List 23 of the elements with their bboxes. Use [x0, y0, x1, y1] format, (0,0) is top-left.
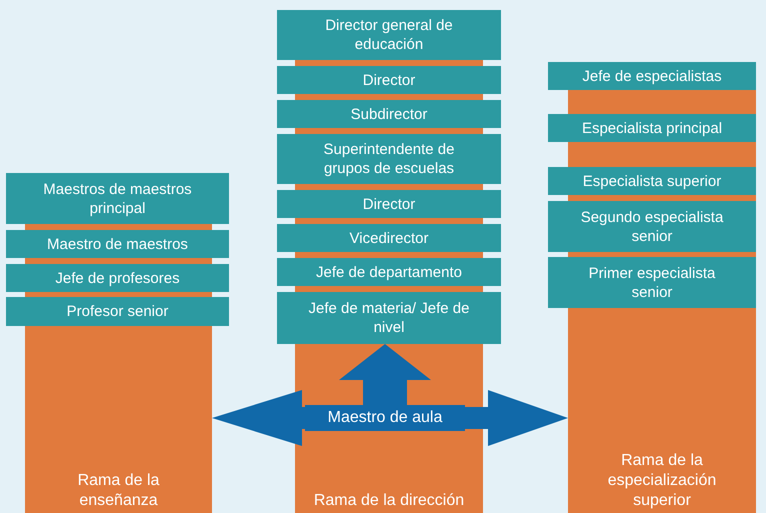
position-box: Vicedirector [277, 224, 501, 252]
position-box: Especialista principal [548, 114, 756, 142]
position-box: Maestros de maestros principal [6, 173, 229, 224]
position-box: Profesor senior [6, 297, 229, 326]
arrow-label: Maestro de aula [305, 405, 465, 431]
block-arrow [212, 390, 305, 446]
position-box: Director general de educación [277, 10, 501, 60]
position-box: Maestro de maestros [6, 230, 229, 258]
block-arrow [339, 344, 431, 405]
position-box: Segundo especialista senior [548, 201, 756, 252]
position-box: Primer especialista senior [548, 257, 756, 308]
branch-column: Rama de la especialización superior [568, 308, 756, 513]
position-box: Director [277, 66, 501, 94]
position-box: Superintendente de grupos de escuelas [277, 134, 501, 184]
position-box: Jefe de materia/ Jefe de nivel [277, 292, 501, 344]
position-box: Subdirector [277, 100, 501, 128]
position-box: Jefe de especialistas [548, 62, 756, 90]
position-box: Especialista superior [548, 167, 756, 195]
block-arrow [465, 390, 568, 446]
position-box: Jefe de departamento [277, 258, 501, 286]
position-box: Director [277, 190, 501, 218]
position-box: Jefe de profesores [6, 264, 229, 292]
branch-column: Rama de la enseñanza [25, 326, 212, 513]
